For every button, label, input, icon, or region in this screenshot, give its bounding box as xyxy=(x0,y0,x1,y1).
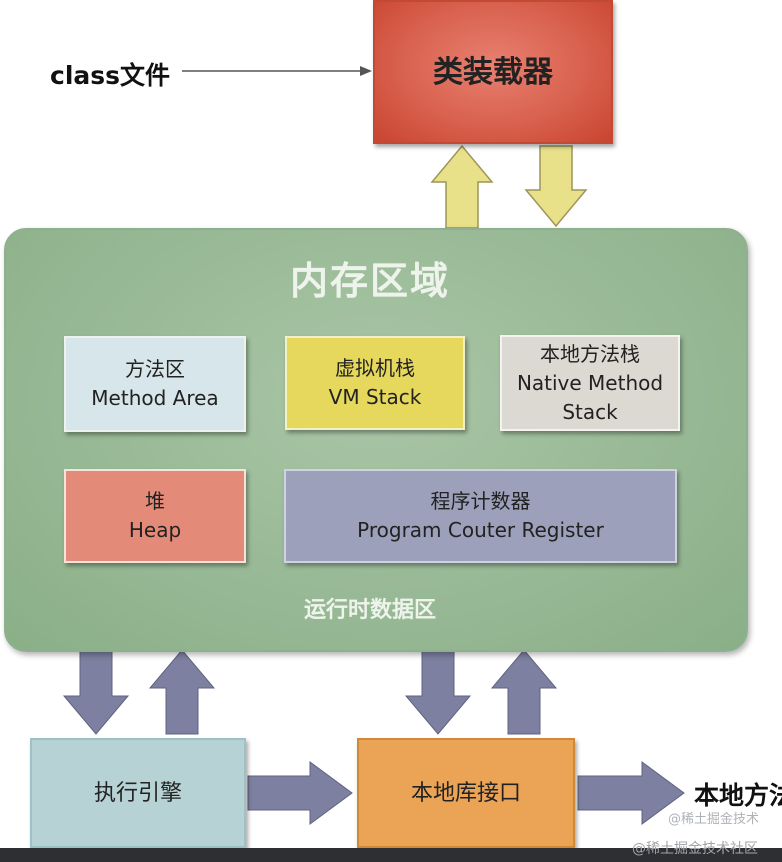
memory-region-title: 内存区域 xyxy=(289,259,450,303)
native-method-stack-box: 本地方法栈 Native Method Stack xyxy=(500,335,680,431)
class-loader-label: 类装载器 xyxy=(433,54,553,90)
watermark-corner: @稀土掘金技术社区 xyxy=(632,841,758,857)
method-area-box: 方法区 Method Area xyxy=(64,336,246,432)
arrow-memory-to-native xyxy=(404,649,472,735)
arrow-exec-to-native xyxy=(247,761,353,825)
vm-stack-en: VM Stack xyxy=(328,385,422,409)
vm-stack-cn: 虚拟机栈 xyxy=(335,356,415,380)
vm-stack-box: 虚拟机栈 VM Stack xyxy=(285,336,465,430)
execution-engine-box: 执行引擎 xyxy=(30,738,246,848)
method-area-cn: 方法区 xyxy=(125,357,185,381)
heap-box: 堆 Heap xyxy=(64,469,246,563)
arrow-native-to-lib xyxy=(577,761,685,825)
arrow-loader-to-memory xyxy=(524,145,588,228)
program-counter-register-box: 程序计数器 Program Couter Register xyxy=(284,469,677,563)
pc-register-en: Program Couter Register xyxy=(357,518,604,542)
heap-en: Heap xyxy=(128,518,182,542)
native-interface-label: 本地库接口 xyxy=(410,780,521,806)
native-interface-box: 本地库接口 xyxy=(357,738,575,848)
arrow-exec-to-memory xyxy=(148,649,216,735)
native-stack-cn: 本地方法栈 xyxy=(540,341,640,366)
arrow-native-to-memory xyxy=(490,649,558,735)
class-loader-box: 类装载器 xyxy=(373,0,613,144)
native-library-label: 本地方法 xyxy=(694,781,782,810)
method-area-en: Method Area xyxy=(91,386,219,410)
memory-region xyxy=(4,228,748,652)
runtime-data-area-label: 运行时数据区 xyxy=(303,598,436,623)
class-file-label: class文件 xyxy=(50,61,171,90)
bottom-strip xyxy=(0,848,782,862)
native-stack-en-1: Native Method xyxy=(516,370,664,395)
execution-engine-label: 执行引擎 xyxy=(93,780,182,806)
heap-cn: 堆 xyxy=(145,489,165,513)
arrow-class-to-loader-head xyxy=(360,66,372,76)
arrow-memory-to-loader xyxy=(430,144,494,229)
native-stack-en-2: Stack xyxy=(562,399,618,424)
pc-register-cn: 程序计数器 xyxy=(430,489,531,513)
arrow-memory-to-exec xyxy=(62,649,130,735)
watermark-inner: @稀土掘金技术 xyxy=(668,812,760,827)
